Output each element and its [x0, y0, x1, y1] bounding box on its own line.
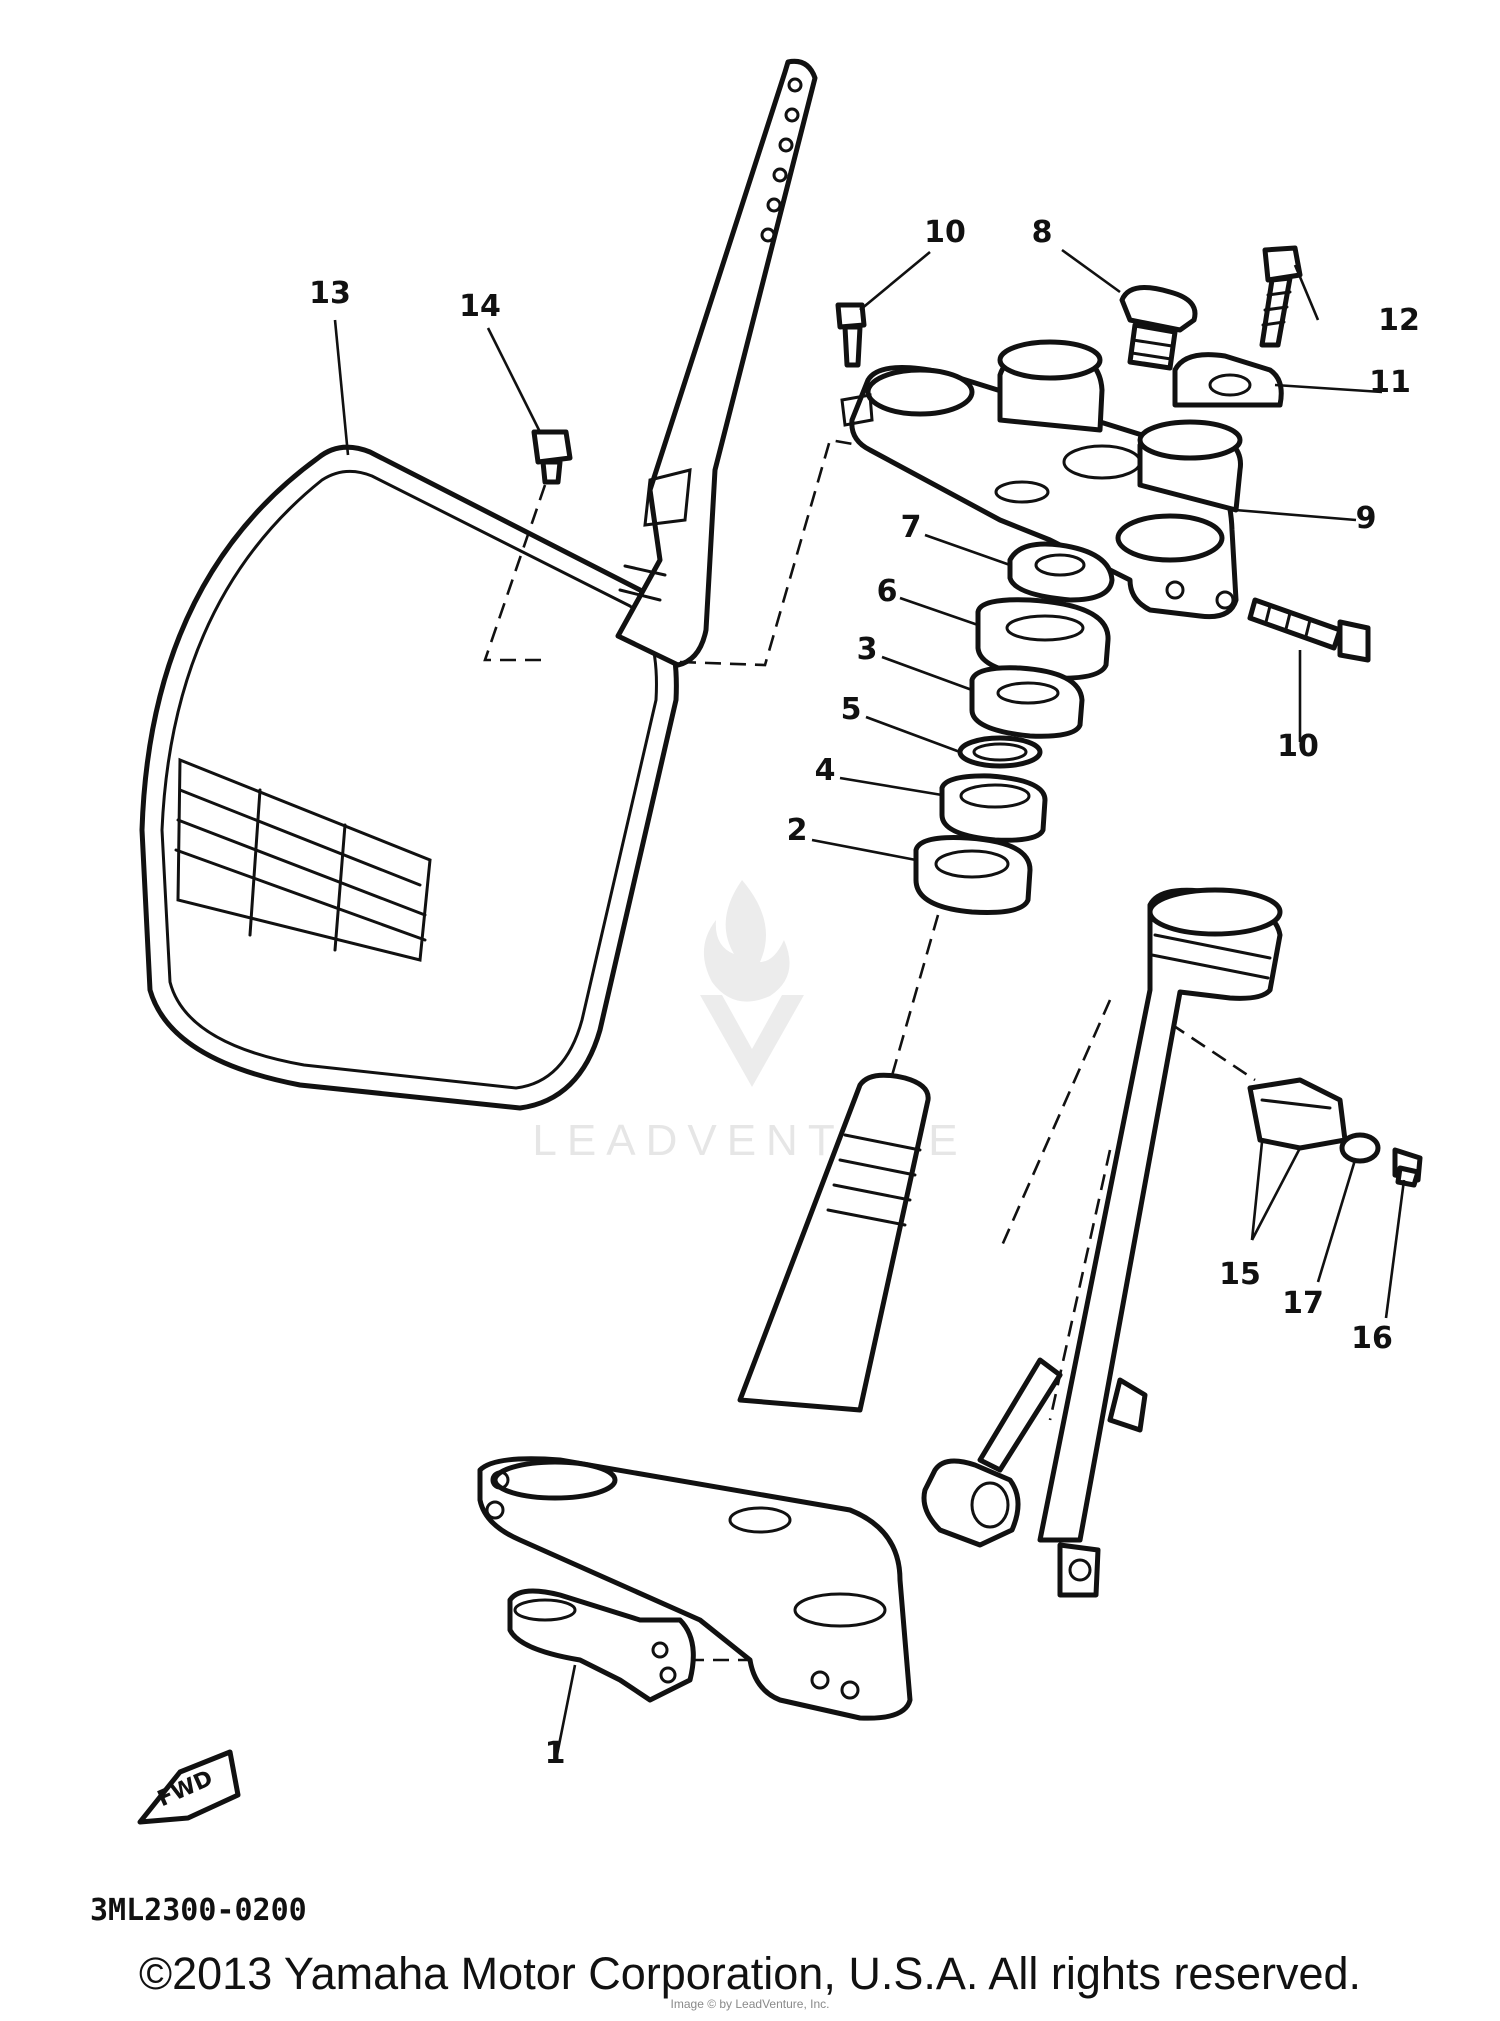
under-bracket	[477, 1456, 913, 1721]
callout-1: 1	[545, 1736, 566, 1771]
bolt-10-right	[1247, 597, 1371, 663]
fork-tube	[1037, 887, 1283, 1598]
bearing-2	[913, 835, 1033, 915]
callout-7: 7	[901, 510, 922, 545]
callout-2: 2	[787, 813, 808, 848]
bolt-8	[1119, 285, 1198, 371]
bolt-10-upper	[835, 302, 874, 427]
bolt-14	[531, 429, 573, 485]
bearing-4	[939, 773, 1048, 843]
callout-14: 14	[459, 289, 501, 324]
image-credit: Image © by LeadVenture, Inc.	[671, 1997, 830, 2011]
callout-8: 8	[1032, 215, 1053, 250]
guide-15	[1247, 1077, 1348, 1151]
callout-17: 17	[1282, 1286, 1324, 1321]
callout-16: 16	[1351, 1321, 1393, 1356]
nut-7	[1007, 541, 1115, 603]
bolt-16	[1392, 1147, 1423, 1188]
callout-6: 6	[877, 574, 898, 609]
fork-arm	[921, 1357, 1063, 1548]
leader-lines	[333, 248, 1406, 1756]
upper-bracket	[849, 339, 1243, 620]
steering-stem	[737, 1072, 931, 1413]
collar-17	[1339, 1132, 1381, 1164]
callout-3: 3	[857, 632, 878, 667]
diagram-code: 3ML2300-0200	[90, 1893, 307, 1928]
callout-13: 13	[309, 276, 351, 311]
callout-9: 9	[1356, 501, 1377, 536]
clamp-11	[1172, 352, 1284, 408]
copyright-notice: ©2013 Yamaha Motor Corporation, U.S.A. A…	[138, 1948, 1362, 1999]
ring-5	[957, 735, 1043, 769]
number-plate-strap	[615, 58, 818, 668]
callout-5: 5	[841, 692, 862, 727]
callout-12: 12	[1378, 303, 1420, 338]
cover-3	[969, 665, 1085, 739]
fwd-arrow: FWD	[137, 1749, 241, 1825]
callout-15: 15	[1219, 1257, 1261, 1292]
callout-11: 11	[1369, 365, 1411, 400]
callout-4: 4	[815, 753, 836, 788]
callout-10: 10	[924, 215, 966, 250]
bolt-12	[1259, 245, 1303, 348]
number-plate	[139, 444, 679, 1111]
callout-10: 10	[1277, 729, 1319, 764]
